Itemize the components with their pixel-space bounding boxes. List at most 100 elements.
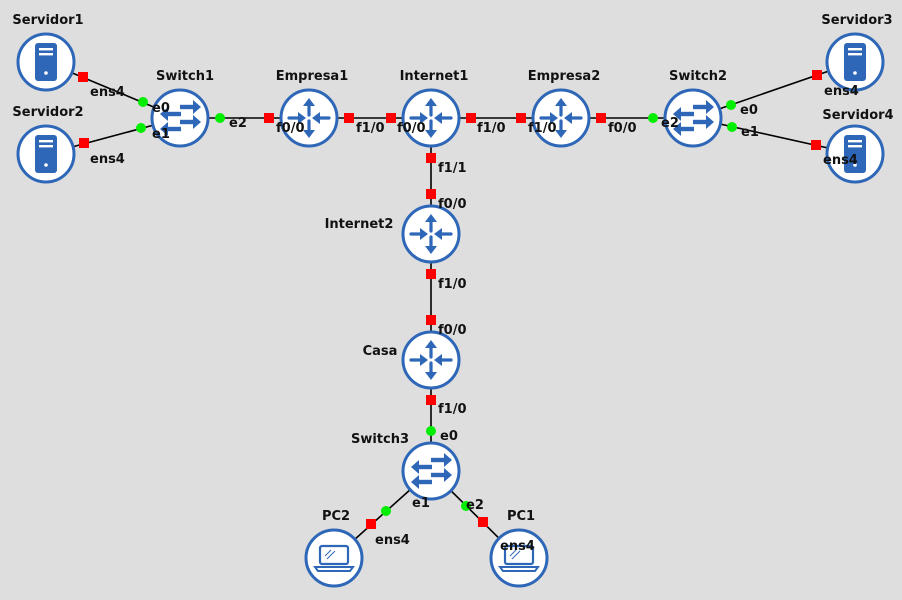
node-ring <box>531 88 591 148</box>
node-label-servidor2: Servidor2 <box>12 105 83 120</box>
port-label-servidor4-ens4: ens4 <box>823 153 858 168</box>
node-label-pc2: PC2 <box>322 509 350 524</box>
port-label-switch2-e2: e2 <box>661 116 679 131</box>
node-internet1[interactable] <box>401 88 461 148</box>
node-label-internet1: Internet1 <box>400 69 469 84</box>
node-label-empresa2: Empresa2 <box>528 69 601 84</box>
node-switch2[interactable] <box>663 88 723 148</box>
port-label-switch2-e1: e1 <box>741 125 759 140</box>
port-up-indicator <box>426 426 436 436</box>
server-icon <box>35 135 57 173</box>
port-label-switch1-e2: e2 <box>229 116 247 131</box>
port-label-internet2-f0-0: f0/0 <box>438 197 467 212</box>
port-down-indicator <box>812 70 822 80</box>
port-down-indicator <box>466 113 476 123</box>
ports-layer <box>78 70 822 529</box>
node-label-pc1: PC1 <box>507 509 535 524</box>
port-label-servidor1-ens4: ens4 <box>90 85 125 100</box>
port-label-internet1-f0-0: f0/0 <box>397 121 426 136</box>
node-ring <box>401 204 461 264</box>
server-icon <box>35 43 57 81</box>
port-label-empresa2-f1-0: f1/0 <box>528 121 557 136</box>
router-icon <box>409 98 453 138</box>
port-up-indicator <box>726 100 736 110</box>
router-icon <box>539 98 583 138</box>
port-label-switch1-e1: e1 <box>152 127 170 142</box>
port-label-casa-f0-0: f0/0 <box>438 323 467 338</box>
port-up-indicator <box>136 123 146 133</box>
port-up-indicator <box>648 113 658 123</box>
port-label-switch2-e0: e0 <box>740 103 758 118</box>
node-ring <box>401 88 461 148</box>
port-down-indicator <box>366 519 376 529</box>
router-icon <box>409 340 453 380</box>
labels-layer: ens4 e0 ens4 e1 e2 f0/0 f1/0 f0/0 f1/0 f1/0 f0/0 e2… <box>12 13 893 554</box>
server-icon <box>844 135 866 173</box>
node-casa[interactable] <box>401 330 461 390</box>
node-ring <box>401 330 461 390</box>
node-pc1[interactable] <box>489 528 549 588</box>
port-up-indicator <box>727 122 737 132</box>
port-label-casa-f1-0: f1/0 <box>438 402 467 417</box>
router-icon <box>409 214 453 254</box>
node-label-casa: Casa <box>363 344 398 359</box>
node-servidor3[interactable] <box>825 32 885 92</box>
port-down-indicator <box>79 138 89 148</box>
switch-icon <box>160 100 201 136</box>
router-icon <box>287 98 331 138</box>
port-up-indicator <box>461 501 471 511</box>
node-empresa2[interactable] <box>531 88 591 148</box>
node-label-servidor1: Servidor1 <box>12 13 83 28</box>
nodes-layer <box>16 32 885 588</box>
switch-icon <box>673 100 714 136</box>
node-label-internet2: Internet2 <box>325 217 394 232</box>
port-up-indicator <box>381 506 391 516</box>
node-switch3[interactable] <box>401 441 461 501</box>
node-empresa1[interactable] <box>279 88 339 148</box>
port-label-servidor2-ens4: ens4 <box>90 152 125 167</box>
port-down-indicator <box>386 113 396 123</box>
node-ring <box>279 88 339 148</box>
node-ring <box>304 528 364 588</box>
port-up-indicator <box>138 97 148 107</box>
port-down-indicator <box>426 269 436 279</box>
port-down-indicator <box>426 153 436 163</box>
port-down-indicator <box>478 517 488 527</box>
node-switch1[interactable] <box>150 88 210 148</box>
node-label-switch1: Switch1 <box>156 69 214 84</box>
node-label-empresa1: Empresa1 <box>276 69 349 84</box>
port-down-indicator <box>78 72 88 82</box>
port-down-indicator <box>811 140 821 150</box>
port-label-switch3-e2: e2 <box>466 498 484 513</box>
port-down-indicator <box>596 113 606 123</box>
node-label-servidor4: Servidor4 <box>822 108 893 123</box>
node-pc2[interactable] <box>304 528 364 588</box>
switch-icon <box>411 453 452 489</box>
port-down-indicator <box>426 315 436 325</box>
node-servidor1[interactable] <box>16 32 76 92</box>
port-label-internet2-f1-0: f1/0 <box>438 277 467 292</box>
port-label-internet1-f1-0: f1/0 <box>477 121 506 136</box>
port-down-indicator <box>426 395 436 405</box>
node-servidor4[interactable] <box>825 124 885 184</box>
port-down-indicator <box>264 113 274 123</box>
port-label-switch3-e0: e0 <box>440 429 458 444</box>
node-label-switch3: Switch3 <box>351 432 409 447</box>
port-down-indicator <box>344 113 354 123</box>
node-internet2[interactable] <box>401 204 461 264</box>
port-label-empresa1-f1-0: f1/0 <box>356 121 385 136</box>
node-servidor2[interactable] <box>16 124 76 184</box>
port-label-internet1-f1-1: f1/1 <box>438 161 467 176</box>
port-down-indicator <box>516 113 526 123</box>
port-label-switch3-e1: e1 <box>412 496 430 511</box>
node-ring <box>401 441 461 501</box>
port-label-servidor3-ens4: ens4 <box>824 84 859 99</box>
server-icon <box>844 43 866 81</box>
port-label-empresa1-f0-0: f0/0 <box>276 121 305 136</box>
port-down-indicator <box>426 189 436 199</box>
port-up-indicator <box>215 113 225 123</box>
port-label-pc2-ens4: ens4 <box>375 533 410 548</box>
port-label-switch1-e0: e0 <box>152 101 170 116</box>
port-label-pc1-ens4: ens4 <box>500 539 535 554</box>
